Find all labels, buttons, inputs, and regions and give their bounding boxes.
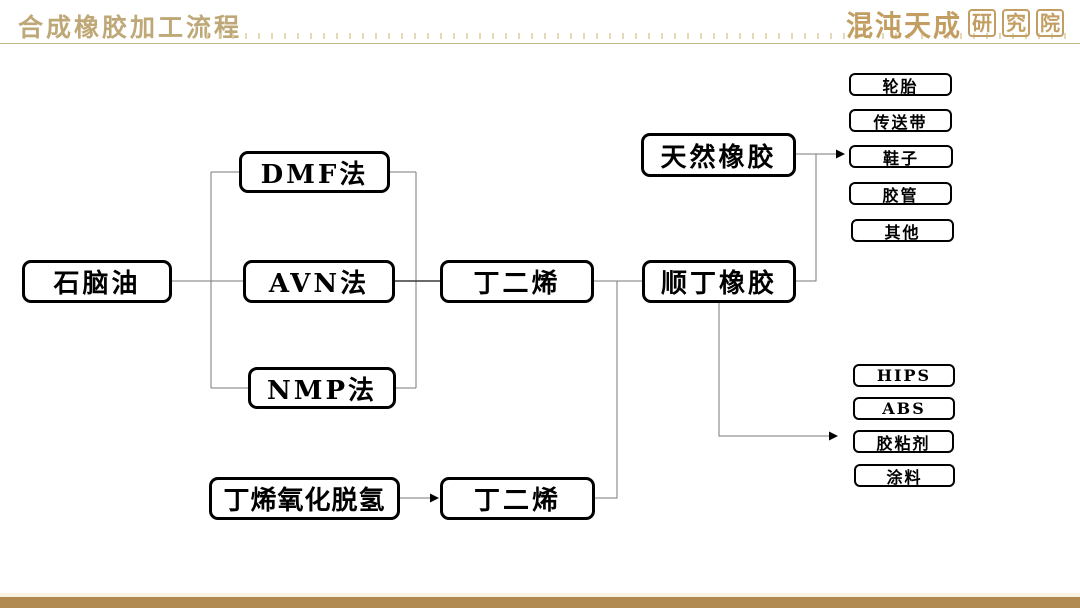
app-node-rubber-hose: 胶管 xyxy=(849,182,952,205)
app-node-adhesive: 胶粘剂 xyxy=(853,430,954,453)
flow-node-nmp-process: NMP法 xyxy=(248,367,396,409)
flow-node-dmf-process: DMF法 xyxy=(239,151,390,193)
app-node-hips: HIPS xyxy=(853,364,955,387)
app-node-others: 其他 xyxy=(851,219,954,242)
flow-node-natural-rubber: 天然橡胶 xyxy=(641,133,796,177)
title-underline xyxy=(0,43,1080,44)
arrow-right-icon xyxy=(836,149,845,159)
brand-logo-text: 混沌天成 xyxy=(846,9,962,43)
brand-logo-seal-char: 究 xyxy=(1002,9,1030,37)
arrow-right-icon xyxy=(829,431,838,441)
flow-node-butadiene-2: 丁二烯 xyxy=(440,477,595,520)
brand-logo: 混沌天成 研 究 院 xyxy=(846,6,1064,42)
brand-logo-seal-char: 研 xyxy=(968,9,996,37)
connector-butadiene2-up xyxy=(595,281,618,499)
footer-bar xyxy=(0,597,1080,608)
app-node-conveyor-belt: 传送带 xyxy=(849,109,952,132)
footer-accent-strip xyxy=(0,593,1080,597)
flow-node-avn-process: AVN法 xyxy=(243,260,395,303)
connector-brrubber-junction xyxy=(796,154,817,282)
app-node-coating: 涂料 xyxy=(854,464,955,487)
brand-logo-seal-char: 院 xyxy=(1036,9,1064,37)
app-node-shoes: 鞋子 xyxy=(849,145,953,168)
title-dash-decoration xyxy=(206,33,1072,39)
flow-node-butene-oxidative-dehydrogenation: 丁烯氧化脱氢 xyxy=(209,477,400,520)
page-title: 合成橡胶加工流程 xyxy=(18,13,243,42)
flow-node-cis-butadiene-rubber: 顺丁橡胶 xyxy=(642,260,796,303)
flow-node-butadiene-1: 丁二烯 xyxy=(440,260,594,303)
connector-brrubber-down xyxy=(718,303,829,437)
flow-node-naphtha: 石脑油 xyxy=(22,260,172,303)
app-node-abs: ABS xyxy=(853,397,955,420)
arrow-right-icon xyxy=(430,493,439,503)
app-node-tires: 轮胎 xyxy=(849,73,952,96)
